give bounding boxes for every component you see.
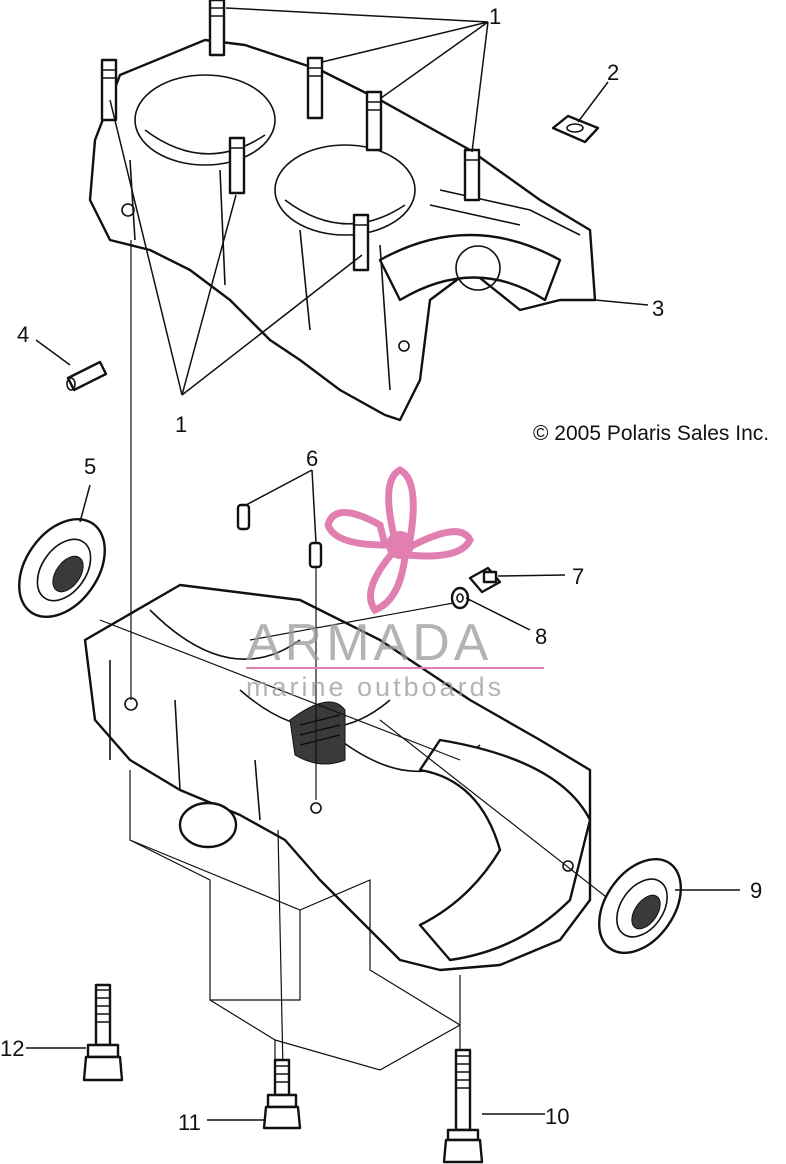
- callout-5: 5: [84, 454, 96, 479]
- callout-1: 1: [175, 412, 187, 437]
- upper-crankcase: [88, 38, 597, 422]
- bolt-12: [82, 983, 124, 1082]
- callout-8: 8: [535, 624, 547, 649]
- watermark-tagline: marine outboards: [246, 672, 504, 702]
- watermark-brand: ARMADA: [246, 614, 492, 672]
- callout-2: 2: [607, 60, 619, 85]
- cylinder-studs: [100, 0, 481, 272]
- copyright-notice: © 2005 Polaris Sales Inc.: [533, 422, 769, 445]
- oil-seal-left: [18, 517, 106, 619]
- callout-12: 12: [0, 1036, 24, 1061]
- callout-3: 3: [652, 296, 664, 321]
- oil-seal-right: [597, 857, 683, 955]
- lower-crankcase: [83, 583, 592, 972]
- callout-1: 1: [489, 4, 501, 29]
- callout-9: 9: [750, 878, 762, 903]
- bolt-10: [442, 1048, 484, 1164]
- callout-6: 6: [306, 446, 318, 471]
- gasket-part: [551, 114, 600, 144]
- bolt-11: [262, 1058, 302, 1130]
- callout-labels: 1 1 2 3 4 5 6 7 8 9 10 11 12: [0, 4, 762, 1135]
- callout-10: 10: [545, 1104, 569, 1129]
- propeller-logo: [324, 466, 474, 615]
- callout-7: 7: [572, 564, 584, 589]
- callout-11: 11: [178, 1110, 201, 1135]
- armada-watermark: ARMADA marine outboards: [246, 466, 544, 702]
- callout-4: 4: [17, 322, 29, 347]
- projection-lines: [99, 240, 611, 1080]
- dowel-pins: [236, 503, 323, 569]
- drain-plug: [468, 566, 502, 594]
- dowel-pin-part: [66, 360, 108, 392]
- leader-lines: [26, 7, 740, 1121]
- sealing-washer: [450, 586, 470, 610]
